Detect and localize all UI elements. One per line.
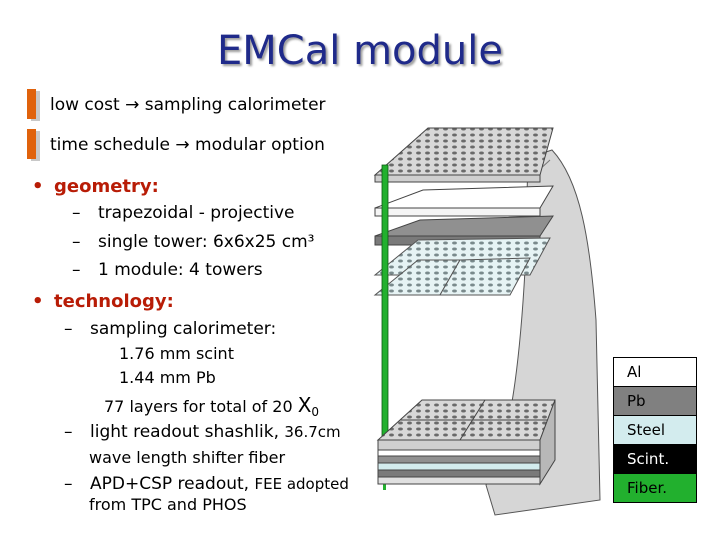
layers-text: 77 layers for total of 20 bbox=[104, 397, 298, 416]
readout-length: 36.7cm bbox=[284, 423, 341, 441]
geometry-item-text: single tower: 6x6x25 cm³ bbox=[98, 232, 315, 252]
technology-item: –light readout shashlik, 36.7cm bbox=[64, 422, 341, 442]
tech-detail-wls: wave length shifter fiber bbox=[89, 448, 286, 467]
stack-layer bbox=[377, 469, 541, 478]
material-legend: Al Pb Steel Scint. Fiber. bbox=[613, 357, 697, 503]
geometry-item-text: 1 module: 4 towers bbox=[98, 260, 263, 280]
readout-text: light readout shashlik, bbox=[90, 422, 285, 442]
stack-layer bbox=[377, 439, 541, 451]
apd-text: APD+CSP readout, bbox=[90, 474, 255, 494]
top-plate-edge bbox=[374, 174, 541, 183]
radiation-length-symbol: X bbox=[297, 393, 312, 417]
fee-text: FEE adopted bbox=[254, 475, 349, 493]
slide-title: EMCal module bbox=[217, 28, 503, 74]
pb-layer bbox=[374, 215, 554, 237]
fiber-rod-end bbox=[383, 480, 386, 490]
orange-bar-marker bbox=[27, 89, 36, 119]
tech-detail-layers: 77 layers for total of 20 X0 bbox=[104, 393, 319, 419]
stack-layer bbox=[377, 476, 541, 485]
bullet-dot: • bbox=[32, 176, 44, 197]
technology-item: –APD+CSP readout, FEE adopted bbox=[64, 474, 349, 494]
tech-detail-pb: 1.44 mm Pb bbox=[119, 368, 216, 387]
technology-item: –sampling calorimeter: bbox=[64, 319, 277, 339]
legend-label: Fiber. bbox=[627, 479, 668, 497]
legend-item-steel: Steel bbox=[614, 415, 696, 444]
geometry-item-text: trapezoidal - projective bbox=[98, 203, 295, 223]
legend-item-pb: Pb bbox=[614, 386, 696, 415]
bar-item-schedule: time schedule → modular option bbox=[50, 135, 325, 155]
technology-item-text: sampling calorimeter: bbox=[90, 319, 277, 339]
legend-label: Steel bbox=[627, 421, 666, 439]
module-diagram bbox=[373, 127, 601, 516]
legend-item-scint: Scint. bbox=[614, 444, 696, 473]
technology-heading-text: technology: bbox=[54, 291, 174, 312]
al-layer bbox=[374, 185, 554, 209]
geometry-item: –1 module: 4 towers bbox=[72, 260, 263, 280]
orange-bar-marker bbox=[27, 129, 36, 159]
bar-item-cost: low cost → sampling calorimeter bbox=[50, 95, 326, 115]
al-layer-edge bbox=[374, 207, 541, 217]
technology-heading: • technology: bbox=[32, 291, 174, 312]
stack-layer bbox=[377, 455, 541, 464]
stack-layer bbox=[377, 449, 541, 457]
geometry-item: –trapezoidal - projective bbox=[72, 203, 295, 223]
geometry-item: –single tower: 6x6x25 cm³ bbox=[72, 232, 315, 252]
legend-label: Pb bbox=[627, 392, 646, 410]
top-plate bbox=[373, 127, 554, 176]
geometry-heading-text: geometry: bbox=[54, 176, 159, 197]
tech-detail-scint: 1.76 mm scint bbox=[119, 344, 234, 363]
bullet-dot: • bbox=[32, 291, 44, 312]
legend-label: Al bbox=[627, 363, 642, 381]
steel-tile bbox=[439, 257, 531, 296]
legend-label: Scint. bbox=[627, 450, 670, 468]
legend-item-al: Al bbox=[614, 358, 696, 386]
radiation-length-subscript: 0 bbox=[311, 405, 320, 420]
stack-layer bbox=[377, 462, 541, 471]
tech-detail-from: from TPC and PHOS bbox=[89, 495, 247, 514]
stack-side bbox=[539, 399, 556, 486]
geometry-heading: • geometry: bbox=[32, 176, 159, 197]
legend-item-fiber: Fiber. bbox=[614, 473, 696, 502]
